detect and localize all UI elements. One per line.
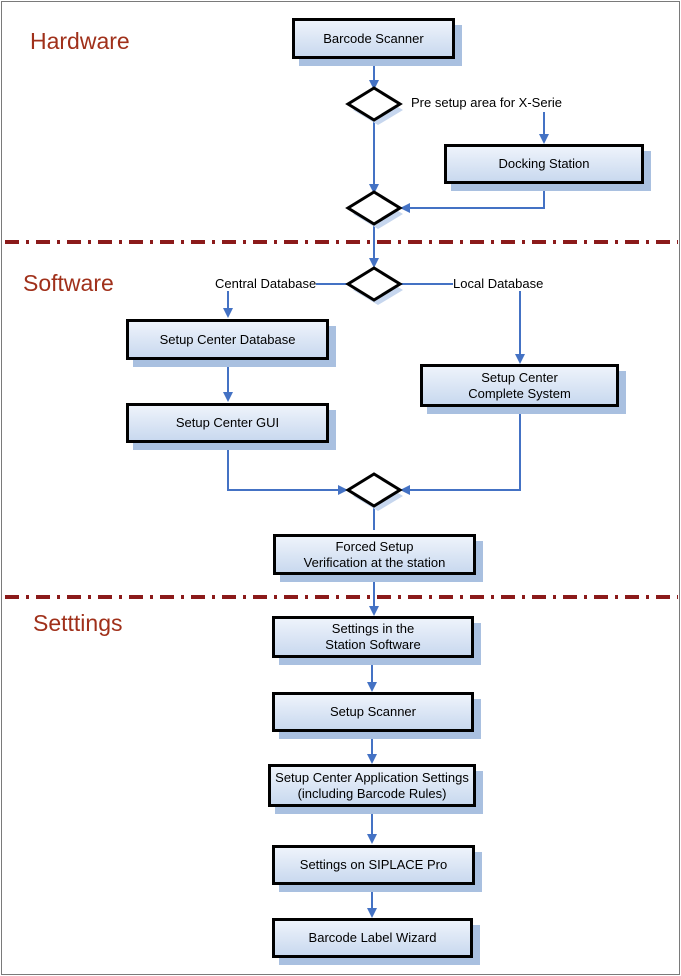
label-pre-setup-area: Pre setup area for X-Serie — [411, 95, 563, 110]
box-setup-center-gui: Setup Center GUI — [126, 403, 329, 443]
box-forced-setup-verification-label: Forced Setup Verification at the station — [303, 538, 446, 570]
box-settings-siplace-pro: Settings on SIPLACE Pro — [272, 845, 475, 885]
box-setup-center-application-settings: Setup Center Application Settings (inclu… — [268, 764, 476, 807]
box-setup-center-database-label: Setup Center Database — [159, 331, 296, 347]
decision-node-1 — [345, 86, 403, 125]
box-barcode-scanner-label: Barcode Scanner — [323, 30, 424, 46]
box-barcode-scanner: Barcode Scanner — [292, 18, 455, 59]
label-local-database: Local Database — [453, 276, 544, 291]
section-title-hardware: Hardware — [30, 28, 130, 54]
box-setup-scanner: Setup Scanner — [272, 692, 474, 732]
decision-node-4 — [345, 472, 403, 511]
arrow-complete-to-decision4 — [400, 409, 521, 495]
box-forced-setup-verification: Forced Setup Verification at the station — [273, 534, 476, 575]
box-barcode-label-wizard-label: Barcode Label Wizard — [308, 930, 437, 945]
decision-node-3 — [345, 266, 403, 305]
label-central-database: Central Database — [215, 276, 317, 291]
box-setup-center-complete-system: Setup Center Complete System — [420, 364, 619, 407]
box-docking-station-label: Docking Station — [498, 156, 590, 171]
box-barcode-label-wizard: Barcode Label Wizard — [272, 918, 473, 958]
section-title-software: Software — [23, 270, 114, 296]
box-settings-station-software: Settings in the Station Software — [272, 616, 474, 658]
box-docking-station: Docking Station — [444, 144, 644, 184]
box-setup-center-database: Setup Center Database — [126, 319, 329, 360]
arrow-docking-to-decision2 — [400, 182, 545, 213]
arrow-to-setup-center-complete — [400, 283, 525, 364]
box-setup-center-gui-label: Setup Center GUI — [175, 415, 280, 430]
box-setup-center-application-settings-label: Setup Center Application Settings (inclu… — [275, 769, 469, 801]
box-settings-siplace-pro-label: Settings on SIPLACE Pro — [299, 857, 448, 872]
box-setup-center-complete-system-label: Setup Center Complete System — [468, 369, 571, 401]
section-title-settings: Setttings — [33, 610, 123, 636]
decision-node-2 — [345, 190, 403, 229]
box-setup-scanner-label: Setup Scanner — [329, 704, 416, 719]
arrow-gui-to-decision4 — [227, 441, 348, 495]
box-settings-station-software-label: Settings in the Station Software — [325, 621, 421, 652]
